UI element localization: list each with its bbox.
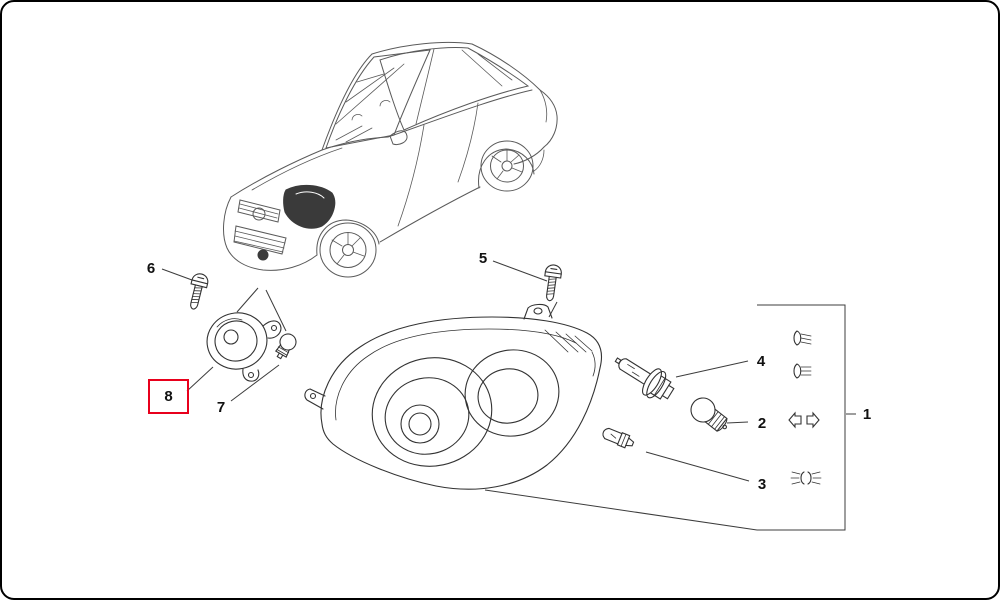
car-drawing [223,41,558,278]
front-wheel [319,222,377,278]
part-label-5: 5 [478,249,488,267]
part-label-8: 8 [164,388,173,405]
screw-5-drawing [544,264,562,302]
leader-lines [161,260,856,531]
part-label-3: 3 [757,475,767,493]
turn-signal-arrows-icon [788,411,820,429]
group-bracket [757,304,846,531]
high-beam-icon [793,363,812,379]
part-label-1: 1 [862,405,872,423]
fog-bulb-drawing [274,333,297,360]
screw-6-drawing [190,273,209,310]
part-label-4: 4 [756,352,766,370]
wedge-bulb-drawing [602,427,635,449]
headlight-assembly-drawing [304,303,603,490]
car-foglamp-shape [257,249,269,261]
low-beam-icon [793,330,812,346]
h7-bulb-drawing [614,357,675,400]
highlight-box-part-8: 8 [148,379,189,414]
part-label-6: 6 [146,259,156,277]
fog-lamp-drawing [206,312,282,382]
location-lines [236,287,287,332]
part-label-7: 7 [216,398,226,416]
part-label-2: 2 [757,414,767,432]
ball-bulb-drawing [690,397,728,432]
rear-wheel [480,140,534,192]
position-lamp-icon [790,471,822,485]
brand-badge-icon [252,207,266,221]
